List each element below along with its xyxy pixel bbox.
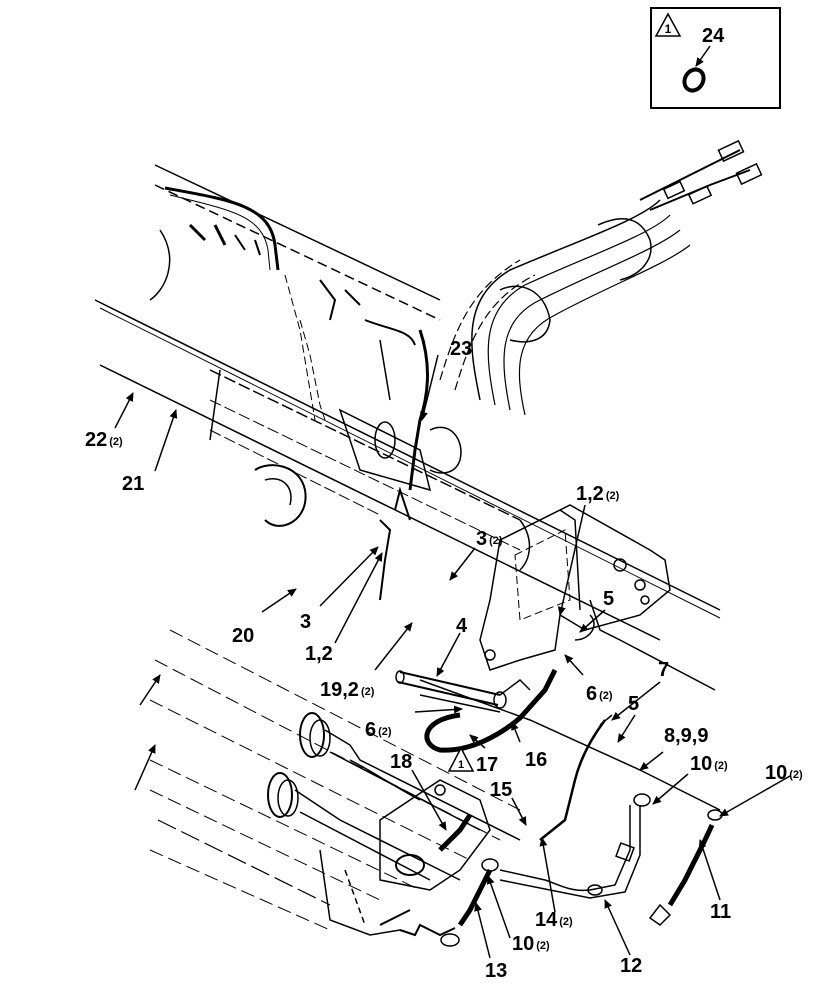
callout-17-number: 17 xyxy=(476,754,498,776)
right-lines xyxy=(419,599,721,899)
callout-5-lower: 5 xyxy=(628,693,639,715)
machine-drawing xyxy=(94,139,763,947)
o-ring-icon xyxy=(682,67,706,93)
inset-leader xyxy=(695,45,711,67)
main-beam xyxy=(94,299,721,641)
callout-7: 7 xyxy=(658,659,669,681)
callout-15: 15 xyxy=(490,779,512,801)
callout-labels: 23 22(2) 21 1,2(2) 3(2) 5 4 20 3 1,2 19,… xyxy=(85,338,803,982)
callout-13: 13 xyxy=(485,960,507,982)
warning-triangle-number: 1 xyxy=(665,22,672,36)
lower-frame xyxy=(134,629,521,931)
callout-11: 11 xyxy=(710,901,731,923)
callout-6-left: 6(2) xyxy=(365,719,392,741)
callout-14: 14(2) xyxy=(535,909,573,931)
callout-6-right: 6(2) xyxy=(586,683,613,705)
callout-23: 23 xyxy=(450,338,472,360)
callout-12: 12 xyxy=(620,955,642,977)
drive-couplings xyxy=(267,712,521,881)
callout-8-9-9: 8,9,9 xyxy=(664,725,708,747)
pivot-hub xyxy=(319,779,491,936)
callout-leaders xyxy=(114,354,791,959)
callout-10-right: 10(2) xyxy=(765,762,803,784)
callout-18: 18 xyxy=(390,751,412,773)
mount-bracket xyxy=(479,504,671,671)
callout-17: 1 17 xyxy=(447,746,498,776)
hose-13 xyxy=(379,858,499,947)
inset-part-number: 24 xyxy=(702,25,725,47)
callout-3-upper: 3(2) xyxy=(476,528,503,550)
callout-22: 22(2) xyxy=(85,429,123,451)
inset-box: 1 24 xyxy=(650,7,781,109)
callout-20: 20 xyxy=(232,625,254,647)
callout-5-upper: 5 xyxy=(603,588,614,610)
callout-21: 21 xyxy=(122,473,144,495)
warning-triangle-icon: 1 xyxy=(654,12,682,37)
hydraulic-cylinder xyxy=(395,670,531,713)
upper-frame xyxy=(149,164,441,421)
callout-3-lower: 3 xyxy=(300,611,311,633)
hose-bundle xyxy=(439,139,763,416)
callout-1-2-lower: 1,2 xyxy=(305,643,333,665)
callout-10-bottom: 10(2) xyxy=(512,933,550,955)
callout-4: 4 xyxy=(456,615,468,637)
callout-1-2-upper: 1,2(2) xyxy=(576,483,620,505)
callout-16: 16 xyxy=(525,749,547,771)
valve-block xyxy=(254,329,462,601)
callout-19-2: 19,2(2) xyxy=(320,679,375,701)
callout-10-mid: 10(2) xyxy=(690,753,728,775)
warning-triangle-icon xyxy=(447,746,475,772)
warning-triangle-number: 1 xyxy=(458,759,464,771)
